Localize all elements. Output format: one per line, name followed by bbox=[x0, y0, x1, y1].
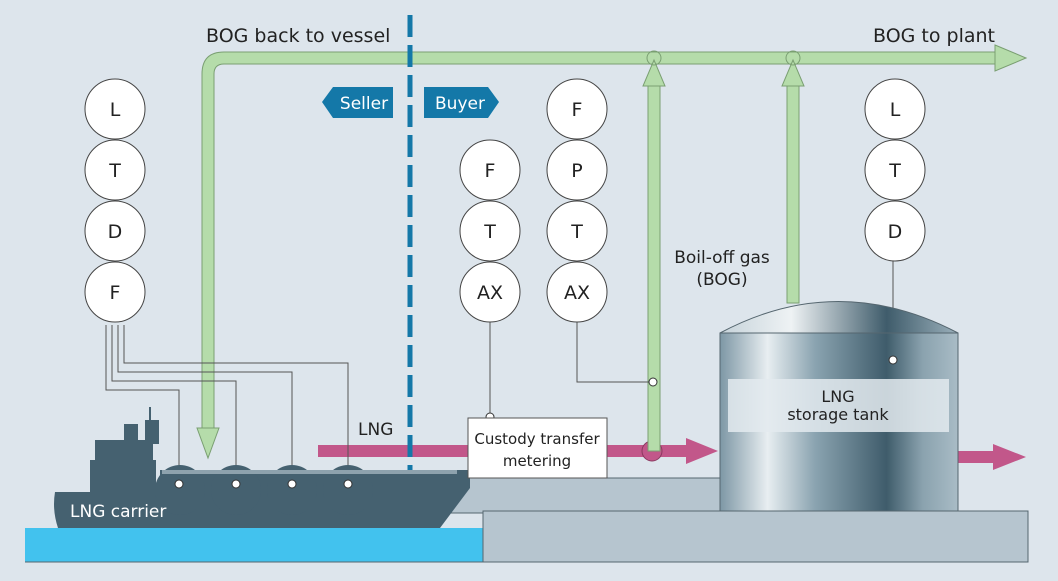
instrument-bubble-f bbox=[546, 78, 608, 140]
bog-pipes bbox=[196, 44, 1028, 460]
ship-signal-lines bbox=[105, 255, 894, 484]
meter-instrument-stack: F T AX bbox=[459, 139, 521, 323]
metering-label-1: Custody transfer bbox=[474, 430, 600, 448]
lng-carrier bbox=[54, 407, 470, 528]
bog-back-label: BOG back to vessel bbox=[206, 25, 390, 47]
instrument-label: T bbox=[108, 160, 121, 182]
instrument-label: T bbox=[483, 221, 496, 243]
ship-instrument-stack: L T D F bbox=[84, 78, 146, 323]
bog-plant-label: BOG to plant bbox=[873, 25, 995, 47]
metering-label-2: metering bbox=[503, 452, 571, 470]
instrument-bubble-p bbox=[546, 139, 608, 201]
buyer-flag: Buyer bbox=[424, 87, 499, 118]
instrument-bubble-f bbox=[84, 261, 146, 323]
tank-label-1: LNG bbox=[821, 387, 854, 406]
instrument-label: F bbox=[110, 282, 121, 304]
water bbox=[25, 528, 485, 562]
carrier-label: LNG carrier bbox=[70, 502, 166, 522]
instrument-label: D bbox=[108, 221, 123, 243]
seller-label: Seller bbox=[340, 94, 388, 114]
tank-instrument-stack: L T D bbox=[864, 78, 926, 262]
instrument-bubble-t bbox=[459, 200, 521, 262]
instrument-label: AX bbox=[564, 282, 590, 304]
instrument-bubble-d bbox=[84, 200, 146, 262]
instrument-label: F bbox=[485, 160, 496, 182]
seller-flag: Seller bbox=[322, 87, 393, 118]
instrument-label: L bbox=[890, 99, 901, 121]
tank-foundation bbox=[482, 510, 1029, 563]
instrument-label: P bbox=[571, 160, 582, 182]
instrument-label: L bbox=[110, 99, 121, 121]
tank-sensor bbox=[888, 355, 898, 365]
boiloff-label-1: Boil-off gas bbox=[674, 248, 770, 268]
instrument-bubble-t bbox=[84, 139, 146, 201]
instrument-bubble-ax bbox=[459, 261, 521, 323]
instrument-label: T bbox=[570, 221, 583, 243]
tank-label-2: storage tank bbox=[787, 405, 889, 424]
lng-storage-tank: LNG storage tank bbox=[719, 301, 959, 512]
instrument-bubble-f bbox=[459, 139, 521, 201]
instrument-bubble-l bbox=[864, 78, 926, 140]
boiloff-label-2: (BOG) bbox=[696, 270, 747, 290]
instrument-label: T bbox=[888, 160, 901, 182]
instrument-label: F bbox=[572, 99, 583, 121]
custody-metering-box: Custody transfer metering bbox=[467, 417, 608, 479]
instrument-bubble-t bbox=[864, 139, 926, 201]
instrument-bubble-t bbox=[546, 200, 608, 262]
instrument-bubble-l bbox=[84, 78, 146, 140]
instrument-bubble-d bbox=[864, 200, 926, 262]
lng-pipe bbox=[318, 438, 1026, 470]
lng-flow-label: LNG bbox=[358, 420, 393, 440]
instrument-bubble-ax bbox=[546, 261, 608, 323]
instrument-label: D bbox=[888, 221, 903, 243]
buyer-label: Buyer bbox=[435, 94, 485, 114]
instrument-label: AX bbox=[477, 282, 503, 304]
bog-instrument-stack: F P T AX bbox=[546, 78, 608, 323]
